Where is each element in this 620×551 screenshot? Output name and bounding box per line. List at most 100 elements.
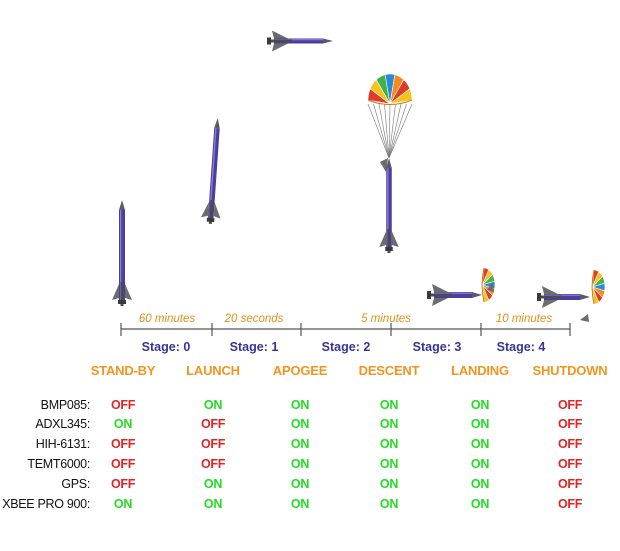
sensor-name: XBEE PRO 900: xyxy=(2,497,90,511)
parachute-cord xyxy=(367,103,390,159)
rocket-body xyxy=(207,127,220,219)
sensor-state: ON xyxy=(290,417,310,431)
rocket-fin xyxy=(272,43,288,52)
duration-label: 20 seconds xyxy=(224,313,284,325)
rocket-fin xyxy=(391,231,399,247)
rocket-fin xyxy=(542,286,558,294)
sensor-state: ON xyxy=(379,477,399,491)
nose-cone-detached xyxy=(380,158,388,172)
stage-label: Stage: 4 xyxy=(496,340,546,354)
canopy-rim xyxy=(367,99,413,106)
rocket-fin xyxy=(213,202,221,219)
sensor-name: ADXL345: xyxy=(35,417,90,431)
sensor-state: OFF xyxy=(557,437,583,451)
rocket-fin xyxy=(542,300,558,308)
sensor-state: ON xyxy=(379,398,399,412)
canopy-panel xyxy=(389,88,413,105)
rocket-nozzle xyxy=(118,300,126,304)
shutdown-parachute xyxy=(591,269,606,305)
sensor-state: ON xyxy=(203,398,223,412)
sensor-state: OFF xyxy=(557,497,583,511)
rocket-body xyxy=(119,210,125,300)
rocket-nose xyxy=(323,38,333,44)
rocket-fin xyxy=(112,284,119,300)
sensor-state: ON xyxy=(470,398,490,412)
descent-parachute-rocket xyxy=(367,73,413,172)
sensor-state: ON xyxy=(379,417,399,431)
rocket-body xyxy=(274,38,323,44)
parachute-cord xyxy=(388,103,407,159)
sensor-state: ON xyxy=(290,437,310,451)
phase-label: APOGEE xyxy=(272,363,328,378)
sensor-name: TEMT6000: xyxy=(27,457,90,471)
rocket-nozzle xyxy=(537,293,541,301)
rocket xyxy=(112,200,132,306)
rocket-nozzle xyxy=(267,37,271,45)
sensor-state: OFF xyxy=(110,477,136,491)
rocket-body-highlight xyxy=(120,210,122,300)
nose-cone-detached xyxy=(487,282,494,292)
phase-label: DESCENT xyxy=(358,363,420,378)
canopy-panel xyxy=(592,286,600,305)
rocket-horizontal xyxy=(537,286,590,308)
rocket xyxy=(379,158,399,253)
rocket-horizontal xyxy=(427,284,482,306)
stage-label: Stage: 3 xyxy=(412,340,462,354)
parachute-canopy xyxy=(481,267,496,303)
parachute-canopy xyxy=(367,73,413,106)
sensor-state: ON xyxy=(470,477,490,491)
rocket-fin xyxy=(125,284,132,300)
sensor-state: OFF xyxy=(557,477,583,491)
rocket-body-highlight xyxy=(208,127,217,218)
sensor-state: ON xyxy=(470,437,490,451)
stage-label: Stage: 1 xyxy=(229,340,279,354)
rocket-nose xyxy=(214,118,220,129)
sensor-name: GPS: xyxy=(61,477,90,491)
stage-label: Stage: 0 xyxy=(141,340,191,354)
rocket-fin-center xyxy=(430,293,452,297)
phase-label: STAND-BY xyxy=(90,363,156,378)
parachute-cord xyxy=(388,103,396,159)
sensor-state: OFF xyxy=(200,437,226,451)
rocket-fin xyxy=(379,231,387,247)
sensor-state: ON xyxy=(290,477,310,491)
sensor-state: OFF xyxy=(200,457,226,471)
phase-label: LAUNCH xyxy=(186,363,240,378)
parachute-canopy xyxy=(591,269,606,305)
sensor-state: OFF xyxy=(200,417,226,431)
sensor-state: ON xyxy=(290,457,310,471)
rocket-body xyxy=(434,292,472,298)
rocket-nose xyxy=(472,292,482,298)
sensor-state: ON xyxy=(379,437,399,451)
sensor-state: ON xyxy=(203,497,223,511)
rocket-body-highlight xyxy=(274,39,323,41)
sensor-name: HIH-6131: xyxy=(35,437,91,451)
rocket-nose xyxy=(580,294,590,300)
sensor-state: OFF xyxy=(110,457,136,471)
parachute-cord xyxy=(384,103,390,159)
sensor-state: OFF xyxy=(557,457,583,471)
sensor-state: ON xyxy=(203,477,223,491)
rocket-nozzle xyxy=(206,217,215,223)
sensor-state: ON xyxy=(379,497,399,511)
rocket-body xyxy=(386,168,392,247)
sensor-state: OFF xyxy=(110,398,136,412)
rocket-nozzle xyxy=(427,291,431,299)
timeline xyxy=(120,323,571,336)
sensor-state: ON xyxy=(113,497,133,511)
rocket-body-highlight xyxy=(544,294,580,296)
canopy-rim xyxy=(481,267,485,303)
rocket-fin xyxy=(432,284,448,292)
parachute-cord xyxy=(388,103,391,159)
sensor-name: BMP085: xyxy=(40,398,91,412)
duration-label: 60 minutes xyxy=(138,313,196,325)
rocket-body-highlight xyxy=(434,292,472,294)
sensor-state: OFF xyxy=(110,437,136,451)
sensor-state: OFF xyxy=(557,417,583,431)
rocket-fin-center xyxy=(120,282,124,306)
rocket-fin xyxy=(432,298,448,306)
rocket-fin-center xyxy=(387,229,391,253)
canopy-rim xyxy=(591,269,595,305)
